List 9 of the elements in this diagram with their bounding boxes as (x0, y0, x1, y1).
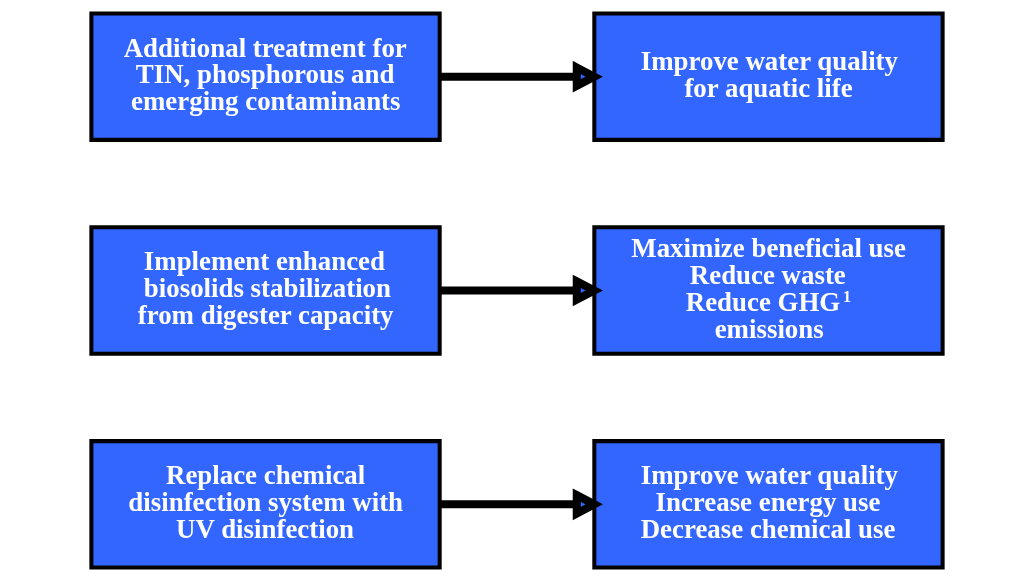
node-box: Additional treatment for TIN, phosphorous and emerging contaminants (88, 11, 442, 142)
arrow (439, 488, 603, 521)
node-box: Maximize beneficial use Reduce waste Reduce GHG$^{1}$ emissions (591, 225, 945, 356)
node-box: Improve water quality for aquatic life (591, 11, 945, 142)
arrow (439, 274, 603, 307)
node-box: Implement enhanced biosolids stabilization from digester capacity (88, 225, 442, 356)
arrow (439, 60, 603, 93)
node-box: Replace chemical disinfection system with UV disinfection (88, 439, 442, 570)
node-box: Improve water quality Increase energy use Decrease chemical use (591, 439, 945, 570)
